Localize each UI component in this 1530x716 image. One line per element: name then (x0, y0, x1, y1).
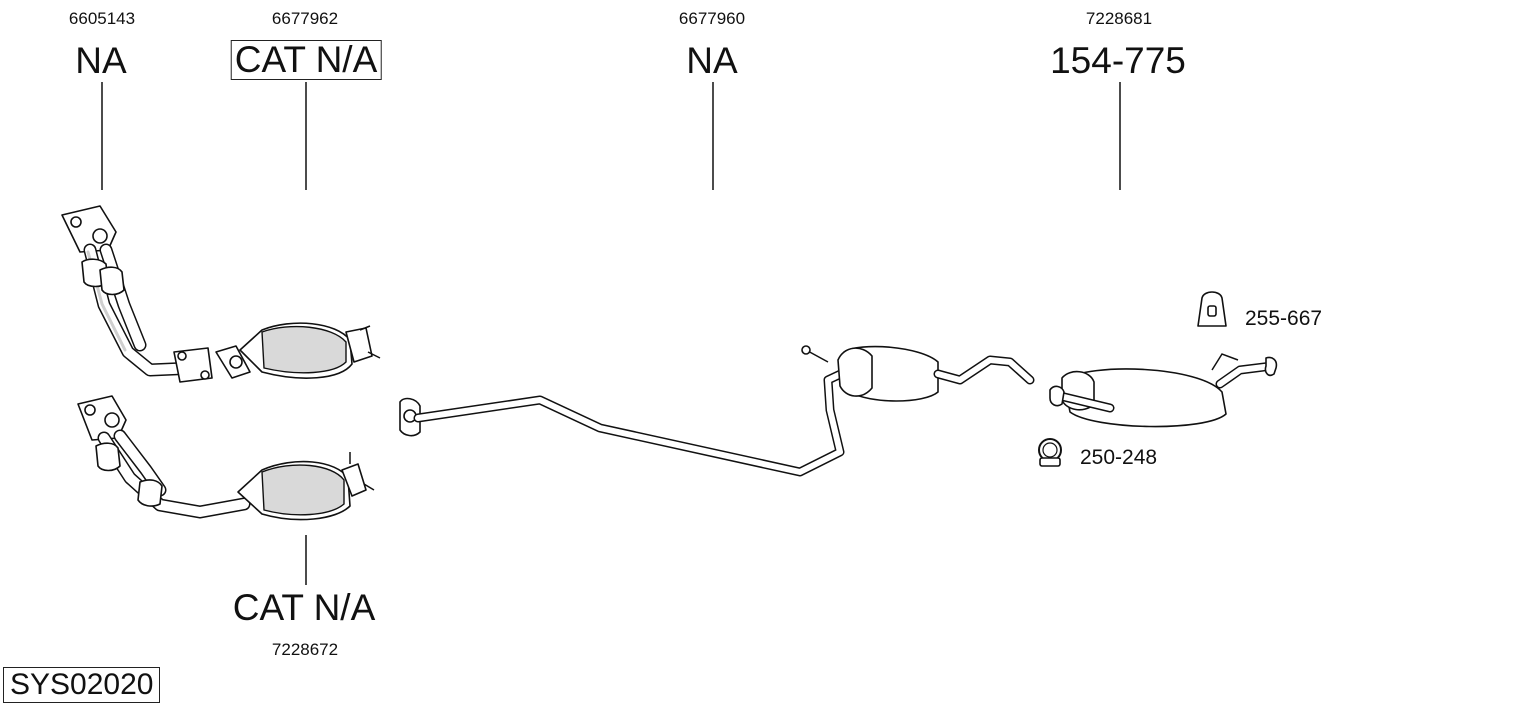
diagram-id: SYS02020 (3, 667, 161, 703)
rubber-mount-icon (1197, 291, 1227, 327)
oem-number-6677960: 6677960 (678, 9, 746, 28)
center-pipe-silencer-drawing (399, 345, 1035, 477)
accessory-label-255-667: 255-667 (1245, 307, 1323, 330)
leader-lines (101, 82, 1121, 585)
part-label-7228681: 154-775 (1050, 40, 1186, 81)
catalytic-converter-upper-drawing (215, 322, 381, 379)
clamp-icon (1038, 438, 1062, 467)
part-label-6677960: NA (686, 40, 738, 81)
rear-silencer-drawing (1049, 353, 1278, 428)
oem-number-6605143: 6605143 (68, 9, 136, 28)
accessory-label-250-248: 250-248 (1080, 446, 1158, 469)
part-label-6605143: NA (75, 40, 127, 81)
oem-number-7228672: 7228672 (271, 640, 339, 659)
oem-number-7228681: 7228681 (1085, 9, 1153, 28)
part-label-7228672: CAT N/A (232, 587, 376, 628)
catalytic-converter-lower-drawing (77, 395, 375, 521)
front-pipe-upper-drawing (61, 205, 213, 383)
part-label-6677962: CAT N/A (230, 40, 382, 80)
oem-number-6677962: 6677962 (271, 9, 339, 28)
